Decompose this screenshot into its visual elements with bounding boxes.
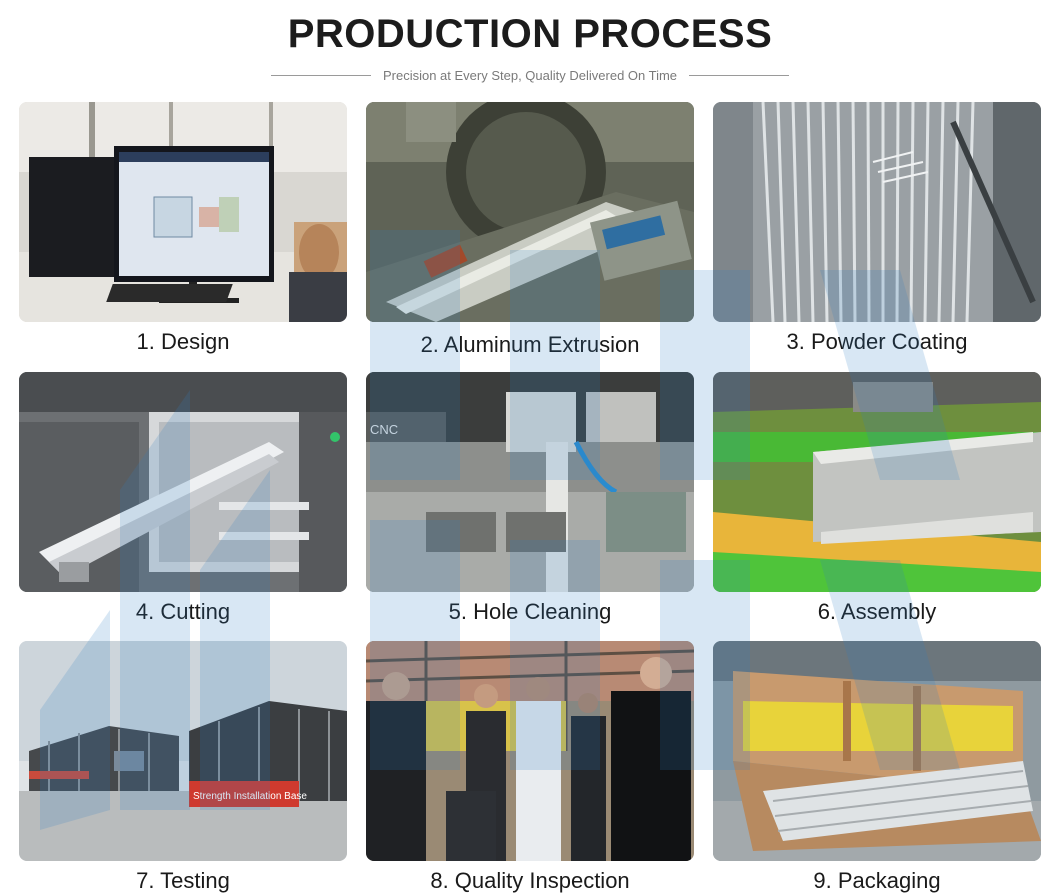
- step-card-design: [19, 102, 347, 322]
- step-card-hole-cleaning: CNC: [366, 372, 694, 592]
- step-label-quality-inspection: 8. Quality Inspection: [430, 868, 630, 893]
- page-subtitle: Precision at Every Step, Quality Deliver…: [382, 67, 678, 83]
- step-card-testing: Strength Installation Base: [19, 641, 347, 861]
- step-card-assembly: [713, 372, 1041, 592]
- step-card-packaging: [713, 641, 1041, 861]
- step-label-powder-coating: 3. Powder Coating: [786, 329, 968, 354]
- quality-inspection-photo: [366, 641, 694, 861]
- testing-banner-text: Strength Installation Base: [193, 791, 307, 802]
- packaging-photo: [713, 641, 1041, 861]
- step-label-testing: 7. Testing: [136, 868, 230, 893]
- step-label-packaging: 9. Packaging: [813, 868, 941, 893]
- extrusion-photo: [366, 102, 694, 322]
- assembly-photo: [713, 372, 1041, 592]
- step-label-design: 1. Design: [136, 329, 230, 354]
- cnc-label: CNC: [370, 422, 398, 437]
- page-title: PRODUCTION PROCESS: [287, 12, 773, 56]
- step-label-hole-cleaning: 5. Hole Cleaning: [448, 599, 612, 624]
- subtitle-row: Precision at Every Step, Quality Deliver…: [0, 66, 1060, 84]
- step-label-extrusion: 2. Aluminum Extrusion: [420, 332, 640, 357]
- cutting-photo: [19, 372, 347, 592]
- step-card-extrusion: [366, 102, 694, 322]
- hole-cleaning-photo: CNC: [366, 372, 694, 592]
- design-photo: [19, 102, 347, 322]
- step-card-cutting: [19, 372, 347, 592]
- left-divider: [270, 74, 371, 76]
- step-label-assembly: 6. Assembly: [817, 599, 937, 624]
- testing-photo: Strength Installation Base: [19, 641, 347, 861]
- step-label-cutting: 4. Cutting: [135, 599, 231, 624]
- step-card-powder-coating: [713, 102, 1041, 322]
- right-divider: [689, 74, 790, 76]
- powder-coating-photo: [713, 102, 1041, 322]
- step-card-quality-inspection: [366, 641, 694, 861]
